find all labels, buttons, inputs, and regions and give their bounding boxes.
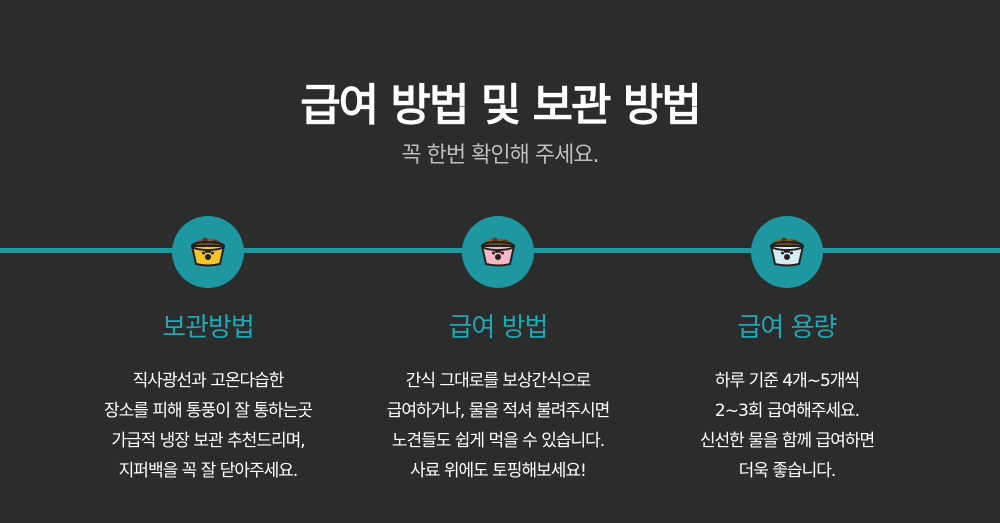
description-line: 지퍼백을 꼭 잘 닫아주세요. xyxy=(118,461,299,481)
description-line: 간식 그대로를 보상간식으로 xyxy=(405,371,592,391)
description-line: 더욱 좋습니다. xyxy=(738,461,837,481)
description-line: 노견들도 쉽게 먹을 수 있습니다. xyxy=(391,431,605,451)
page-title: 급여 방법 및 보관 방법 xyxy=(300,80,702,131)
step-heading: 보관방법 xyxy=(162,313,255,343)
step-icon-circle xyxy=(172,216,244,288)
description-line: 직사광선과 고온다습한 xyxy=(132,371,285,391)
step-description: 간식 그대로를 보상간식으로 급여하거나, 물을 적셔 불려주시면 노견들도 쉽… xyxy=(338,366,658,486)
description-line: 2~3회 급여해주세요. xyxy=(714,401,860,421)
description-line: 급여하거나, 물을 적셔 불려주시면 xyxy=(386,401,611,421)
description-line: 장소를 피해 통풍이 잘 통하는곳 xyxy=(104,401,313,421)
description-line: 사료 위에도 토핑해보세요! xyxy=(410,461,587,481)
pink-pet-bowl-icon xyxy=(481,237,515,267)
description-line: 신선한 물을 함께 급여하면 xyxy=(699,431,875,451)
step-icon-circle xyxy=(751,216,823,288)
step-heading: 급여 방법 xyxy=(448,313,549,343)
step-heading: 급여 용량 xyxy=(737,313,838,343)
yellow-pet-bowl-icon xyxy=(191,237,225,267)
step-icon-circle xyxy=(462,216,534,288)
description-line: 하루 기준 4개~5개씩 xyxy=(714,371,860,391)
page-subtitle: 꼭 한번 확인해 주세요. xyxy=(401,143,599,168)
light-blue-pet-bowl-icon xyxy=(770,237,804,267)
description-line: 가급적 냉장 보관 추천드리며, xyxy=(111,431,305,451)
step-description: 직사광선과 고온다습한 장소를 피해 통풍이 잘 통하는곳 가급적 냉장 보관 … xyxy=(48,366,368,486)
step-description: 하루 기준 4개~5개씩 2~3회 급여해주세요. 신선한 물을 함께 급여하면… xyxy=(627,366,947,486)
